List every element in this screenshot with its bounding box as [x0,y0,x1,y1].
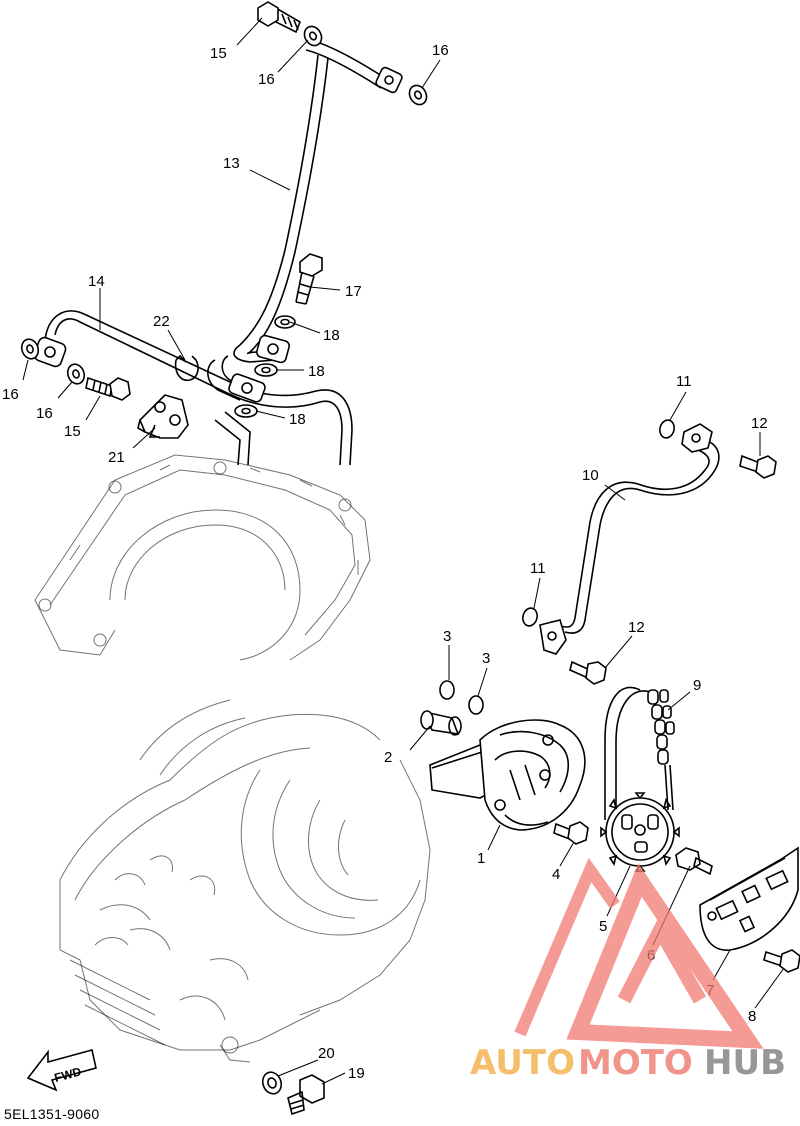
callout-20: 20 [318,1045,335,1062]
o-ring-11-lower [522,607,538,627]
o-ring-3-left [439,680,455,700]
gasket-18-lower [234,404,258,418]
watermark-moto: MOTO [578,1043,693,1083]
callout-14: 14 [88,273,105,290]
callout-3-right: 3 [482,650,490,667]
callout-labels: 15 16 16 13 17 18 18 18 14 22 16 16 15 2… [2,42,768,1082]
bracket-21 [137,394,189,439]
callout-16-left-outer: 16 [2,386,19,403]
dowel-pin-2 [420,710,462,736]
bolt-12-lower [569,660,607,685]
drive-chain-9 [604,686,675,820]
oil-delivery-pipe-13 [233,39,403,364]
o-ring-11-upper [659,419,675,439]
callout-13: 13 [223,155,240,172]
callout-18-middle: 18 [308,363,325,380]
callout-8: 8 [748,1008,756,1025]
clamp-22 [174,354,199,382]
automotohub-triangle-logo [514,857,764,1049]
callout-11-upper: 11 [676,373,692,390]
banjo-bolt-15-left [85,376,131,401]
watermark-hub: HUB [704,1043,786,1083]
pipe-14-banjo-end [33,336,67,368]
bolt-12-upper [739,454,777,479]
callout-15-top: 15 [210,45,227,62]
callout-16-top-right: 16 [432,42,449,59]
automotohub-wordmark: AUTO MOTO HUB [470,1043,786,1083]
callout-5: 5 [599,918,607,935]
washer-16-left-outer [20,338,40,360]
callout-12-upper: 12 [751,415,768,432]
leader-lines [22,17,785,1085]
union-bolt-17 [295,253,323,305]
sprocket-5 [600,792,680,872]
oil-pump-assembly-1 [429,719,586,831]
gasket-18-upper [274,315,296,329]
callout-2: 2 [384,749,392,766]
callout-9: 9 [693,677,701,694]
callout-17: 17 [345,283,362,300]
callout-4: 4 [552,866,560,883]
banjo-bolt-15-top [257,1,301,34]
o-ring-3-right [468,695,484,715]
callout-1: 1 [477,850,485,867]
gasket-18-middle [254,363,278,377]
drain-bolt-19 [287,1074,325,1116]
callout-15-left: 15 [64,423,81,440]
callout-12-lower: 12 [628,619,645,636]
callout-10: 10 [582,467,599,484]
callout-21: 21 [108,449,125,466]
oil-delivery-pipe-14 [44,310,353,466]
engine-crankcase-outline [59,699,431,1063]
bolt-4 [553,821,589,845]
sprocket-bolt-6 [675,847,713,876]
callout-18-lower: 18 [289,411,306,428]
cover-bolt-8 [763,949,800,973]
callout-19: 19 [348,1065,365,1082]
washer-16-left-inner [66,363,86,385]
diagram-code: 5EL1351-9060 [4,1106,100,1122]
callout-16-top-left: 16 [258,71,275,88]
callout-18-upper: 18 [323,327,340,344]
callout-22: 22 [153,313,170,330]
fwd-arrow-icon: FWD [26,1049,97,1092]
engine-cylinder-outline [34,454,371,661]
sprocket-cover-7 [699,846,799,951]
oil-pipe-10 [539,423,720,655]
fwd-label: FWD [53,1064,83,1085]
washer-16-top-right [408,84,428,106]
gasket-20 [261,1071,283,1095]
watermark-auto: AUTO [470,1043,575,1083]
callout-11-lower: 11 [530,560,546,577]
callout-3-left: 3 [443,628,451,645]
washer-16-top-left [303,25,323,47]
callout-16-left-inner: 16 [36,405,53,422]
